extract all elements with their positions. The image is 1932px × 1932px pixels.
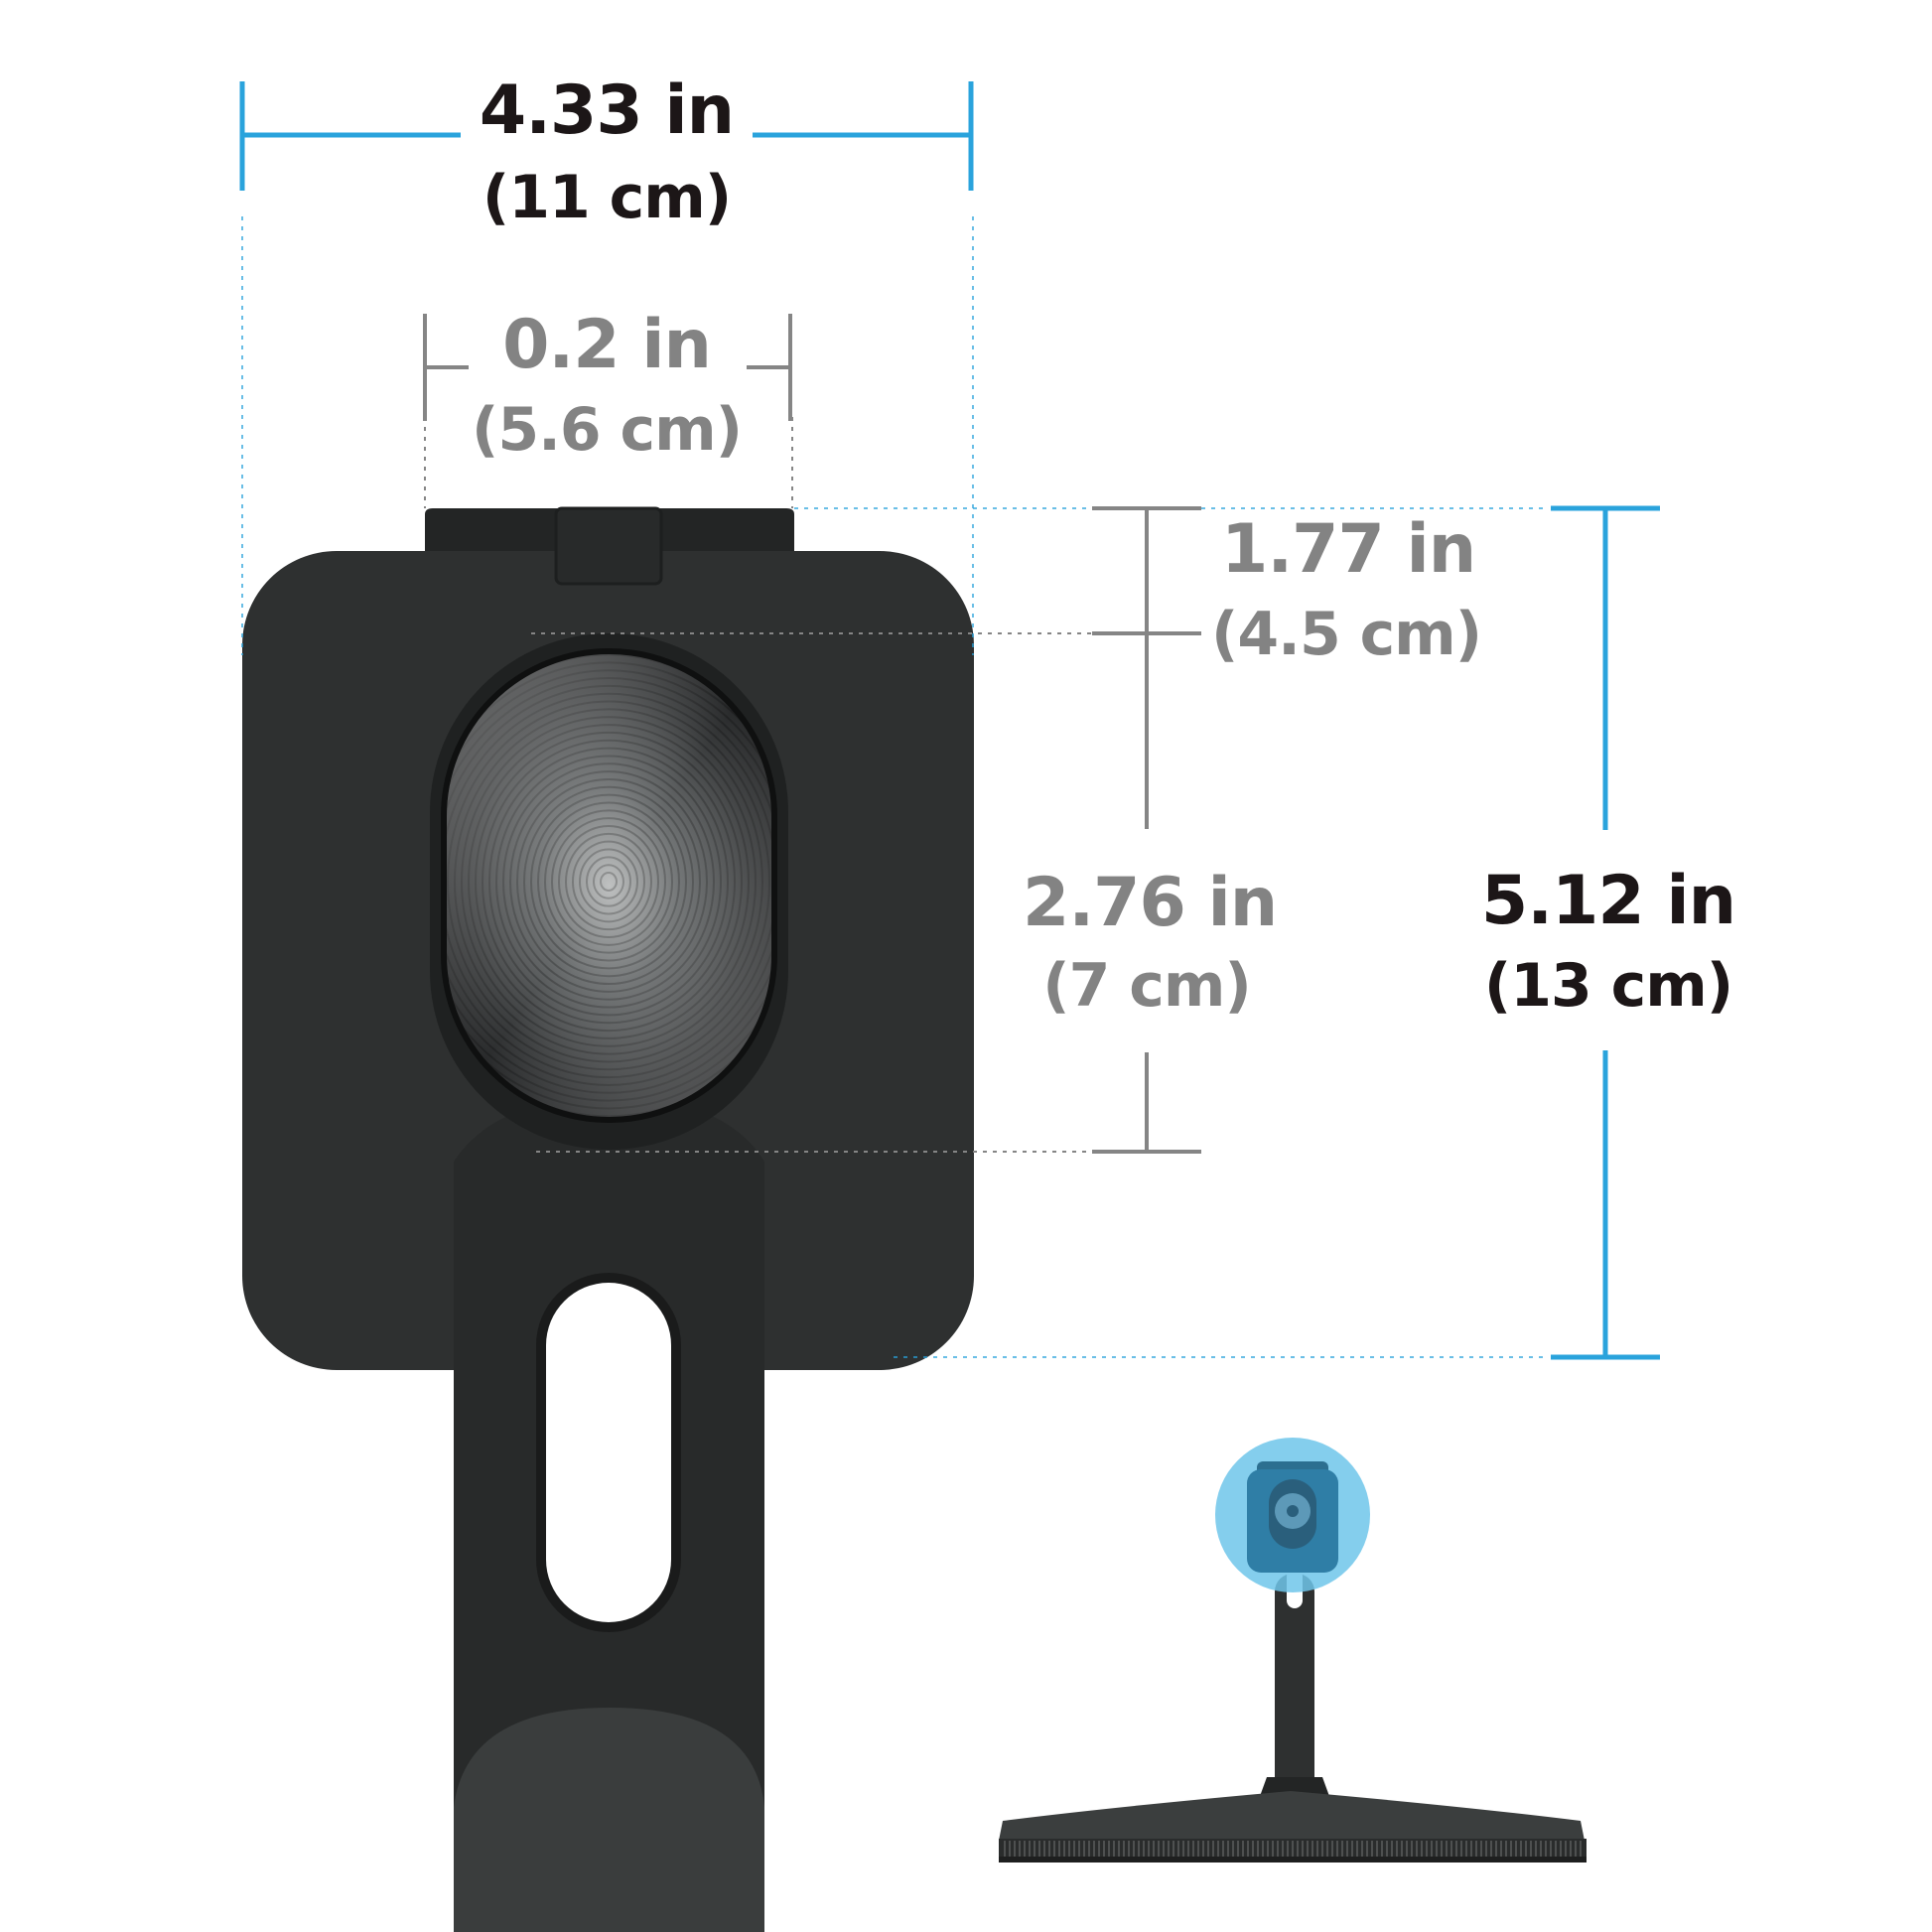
knob-height-metric-label: (7 cm) [1042,951,1252,1021]
hinge-width-metric-label: (5.6 cm) [471,395,743,465]
hinge-width-dimension-line [423,314,792,421]
top-offset-metric-label: (4.5 cm) [1211,600,1482,669]
top-offset-imperial-label: 1.77 in [1221,510,1476,589]
vertical-gray-dimension-line [1092,506,1201,1154]
brushed-metal-knob-icon [444,651,774,1120]
width-metric-label: (11 cm) [482,163,732,232]
height-metric-label: (13 cm) [1483,951,1733,1021]
height-dimension-line [1551,505,1660,1360]
hinge-width-imperial-label: 0.2 in [502,306,712,384]
width-imperial-label: 4.33 in [479,71,735,150]
width-dimension-line [239,81,974,191]
knob-height-imperial-label: 2.76 in [1023,864,1278,942]
hinge-notch [554,506,663,586]
height-imperial-label: 5.12 in [1480,862,1736,940]
arm-joint [454,1708,764,1932]
mount-device-illustration [242,506,974,1932]
monitor-with-webcam-mount-icon [999,1438,1587,1863]
